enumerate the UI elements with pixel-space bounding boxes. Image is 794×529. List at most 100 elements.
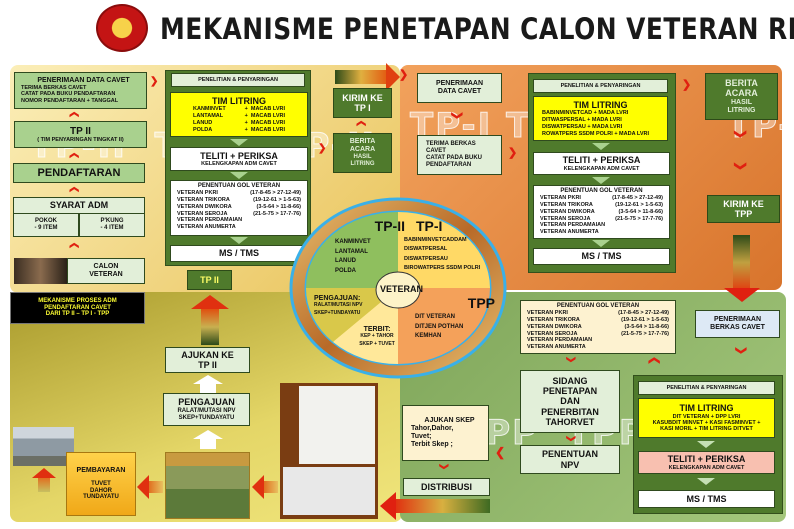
veteran-cycle-diagram	[289, 197, 507, 379]
chevron-down-icon: ❯	[566, 434, 577, 443]
page-title: MEKANISME PENETAPAN CALON VETERAN RI	[160, 12, 794, 46]
kirim-ke-tpp-box: KIRIM KE TPP	[707, 195, 780, 223]
tim-litring-box: TIM LITRING KANMINVET+ MACAB LVRI LANTAM…	[170, 92, 308, 137]
arrow-shaft	[149, 481, 163, 493]
arrow-up-icon	[193, 375, 223, 384]
tpp-segment	[398, 288, 490, 364]
penelitian-header: PENELITIAN & PENYARINGAN	[638, 381, 775, 395]
chevron-up-icon: ❯	[68, 241, 79, 250]
arrow-shaft	[200, 439, 216, 449]
chevron-up-icon: ❯	[68, 185, 79, 194]
chevron-up-icon: ❯	[68, 110, 79, 119]
chevron-right-icon: ❯	[399, 69, 409, 81]
arrow-down-icon	[230, 237, 248, 244]
chevron-up-icon: ❯	[648, 355, 661, 366]
chevron-up-icon: ❯	[68, 151, 79, 160]
tpp-penentuan-gol-box: PENENTUAN GOL VETERAN VETERAN PKRI(17-8-…	[520, 300, 676, 354]
arrow-down-icon	[733, 235, 750, 290]
chevron-down-icon: ❯	[439, 462, 450, 471]
emblem-logo	[96, 4, 148, 52]
pkung-box: P'KUNG- 4 ITEM	[79, 213, 145, 237]
ms-tms-box: MS / TMS	[638, 490, 775, 508]
arrow-head-icon	[380, 492, 396, 520]
tp1-segment	[398, 212, 490, 288]
arrow-down-icon	[697, 441, 715, 448]
veteran-photo	[14, 258, 67, 284]
arrow-left-icon	[395, 499, 490, 513]
arrow-up-icon	[32, 468, 56, 478]
syarat-adm-box: SYARAT ADM	[13, 197, 145, 214]
chevron-right-icon: ❯	[682, 79, 692, 91]
arrow-down-icon	[697, 478, 715, 485]
arrow-down-icon	[592, 143, 610, 150]
pendaftaran-box: PENDAFTARAN	[13, 163, 145, 183]
penentuan-gol-box: PENENTUAN GOL VETERAN VETERAN PKRI(17-8-…	[533, 185, 670, 239]
penerimaan-data-cavet-box: PENERIMAAN DATA CAVET TERIMA BERKAS CAVE…	[14, 72, 147, 109]
arrow-down-icon	[230, 139, 248, 146]
arrow-head-icon	[724, 288, 760, 302]
building-photo	[13, 427, 74, 466]
ajukan-skep-box: AJUKAN SKEP Tahor,Dahor,Tuvet;Terbit Ske…	[402, 405, 489, 461]
penelitian-header: PENELITIAN & PENYARINGAN	[171, 73, 305, 87]
documents-photo	[280, 383, 378, 519]
chevron-up-icon: ❯	[355, 119, 366, 128]
arrow-shaft	[200, 384, 216, 393]
arrow-shaft	[264, 481, 278, 493]
chevron-right-icon: ❯	[150, 76, 159, 87]
pokok-box: POKOK- 9 ITEM	[13, 213, 79, 237]
arrow-down-icon	[592, 240, 610, 247]
chevron-down-icon: ❯	[451, 110, 464, 121]
arrow-head-icon	[386, 63, 400, 91]
veteran-center-label: VETERAN	[380, 284, 424, 294]
tp2-box: TP II( TIM PENYARINGAN TINGKAT II)	[14, 121, 147, 148]
chevron-down-icon: ❯	[566, 355, 577, 364]
arrow-up-icon	[191, 295, 229, 309]
arrow-down-icon	[592, 177, 610, 184]
card-document	[283, 467, 375, 515]
chevron-down-icon: ❯	[735, 345, 748, 356]
arrow-left-icon	[137, 475, 149, 499]
tp1-penerimaan-box: PENERIMAAN DATA CAVET	[417, 73, 502, 103]
chevron-down-icon: ❯	[734, 160, 749, 172]
ms-tms-box: MS / TMS	[533, 248, 670, 265]
terbit-segment	[333, 288, 398, 365]
arrow-left-icon	[252, 475, 264, 499]
penentuan-gol-box: PENENTUAN GOL VETERAN VETERAN PKRI(17-8-…	[170, 180, 308, 236]
kirim-ke-tp1-box: KIRIM KE TP I	[333, 88, 392, 118]
tp2-tab: TP II	[187, 270, 232, 290]
arrow-up-icon	[193, 430, 223, 439]
chevron-left-icon: ❯	[495, 447, 506, 461]
chevron-right-icon: ❯	[508, 147, 518, 159]
certificate-document	[299, 386, 375, 464]
arrow-right-icon	[335, 70, 387, 84]
arrow-down-icon	[230, 172, 248, 179]
veterans-photo	[165, 452, 250, 519]
tp2-segment	[306, 212, 398, 288]
penelitian-header: PENELITIAN & PENYARINGAN	[533, 79, 668, 93]
chevron-down-icon: ❯	[734, 128, 749, 140]
pengajuan-segment	[305, 288, 398, 342]
chevron-right-icon: ❯	[318, 143, 327, 154]
arrow-shaft	[201, 309, 219, 345]
distribusi-box: DISTRIBUSI	[403, 478, 490, 496]
calon-veteran-box: CALON VETERAN	[67, 258, 145, 284]
